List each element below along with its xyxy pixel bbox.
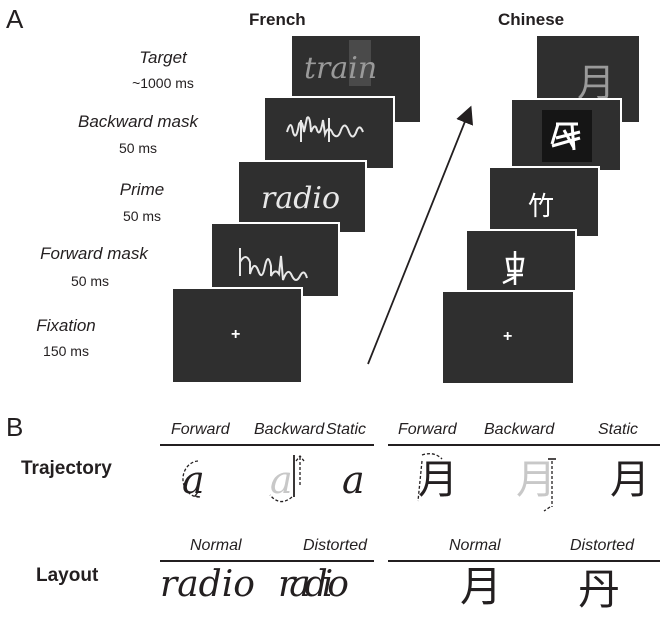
chinese-backward-mask-screen [510,98,622,172]
step-name-prime: Prime [119,180,165,199]
cond-distorted-chinese: Distorted [570,537,635,554]
trajectory-examples-chinese: 月 月 月 [417,453,650,512]
layout-normal-word: radio [160,564,255,605]
cond-distorted-french: Distorted [303,537,368,554]
trajectory-backward-letter: a [270,458,293,502]
chinese-fixation-screen: + [441,290,575,385]
fixation-cross-french: + [231,326,241,343]
fixation-cross-chinese: + [503,328,513,345]
cond-forward-chinese: Forward [398,421,457,438]
rule-trajectory-french [160,444,374,446]
trajectory-static-letter: a [342,458,365,502]
cond-static-chinese: Static [598,421,639,438]
row-label-layout: Layout [36,565,99,586]
chinese-prime-char: 竹 [528,192,555,222]
trajectory-forward-letter: a [182,458,205,502]
chinese-prime-screen: 竹 [488,166,600,238]
step-name-forward-mask: Forward mask [40,244,148,263]
french-forward-mask-screen [210,222,340,298]
rule-trajectory-chinese [388,444,660,446]
trajectory-examples-french: a a a [182,454,365,503]
layout-distorted-word: radio [278,564,349,605]
step-name-fixation: Fixation [36,316,96,335]
cond-forward-french: Forward [171,421,230,438]
cond-static-french: Static [326,421,367,438]
trajectory-forward-char: 月 [418,457,458,503]
step-duration-fixation: 150 ms [43,343,89,359]
cond-backward-french: Backward [254,421,325,438]
cond-normal-french: Normal [190,537,242,554]
french-prime-word: radio [261,181,340,216]
row-label-trajectory: Trajectory [21,458,112,479]
step-duration-target: ~1000 ms [132,75,194,91]
rule-layout-chinese [388,560,660,562]
column-title-chinese: Chinese [498,10,565,29]
time-arrow [367,105,474,365]
step-name-backward-mask: Backward mask [78,112,198,131]
rule-layout-french [160,560,374,562]
trajectory-static-char: 月 [610,457,650,503]
french-target-word: train [304,51,377,86]
chinese-target-char: 月 [577,61,616,105]
trajectory-backward-char: 月 [516,457,556,503]
step-duration-prime: 50 ms [122,208,162,224]
cond-normal-chinese: Normal [449,537,501,554]
step-duration-backward-mask: 50 ms [118,140,158,156]
cond-backward-chinese: Backward [484,421,555,438]
panel-letter-a: A [6,4,24,34]
step-duration-forward-mask: 50 ms [70,273,110,289]
column-title-french: French [249,10,306,29]
step-name-target: Target [139,48,187,67]
french-fixation-screen: + [171,287,303,384]
layout-distorted-char: 丹 [578,565,621,614]
layout-normal-char: 月 [460,562,503,611]
panel-letter-b: B [6,412,24,442]
